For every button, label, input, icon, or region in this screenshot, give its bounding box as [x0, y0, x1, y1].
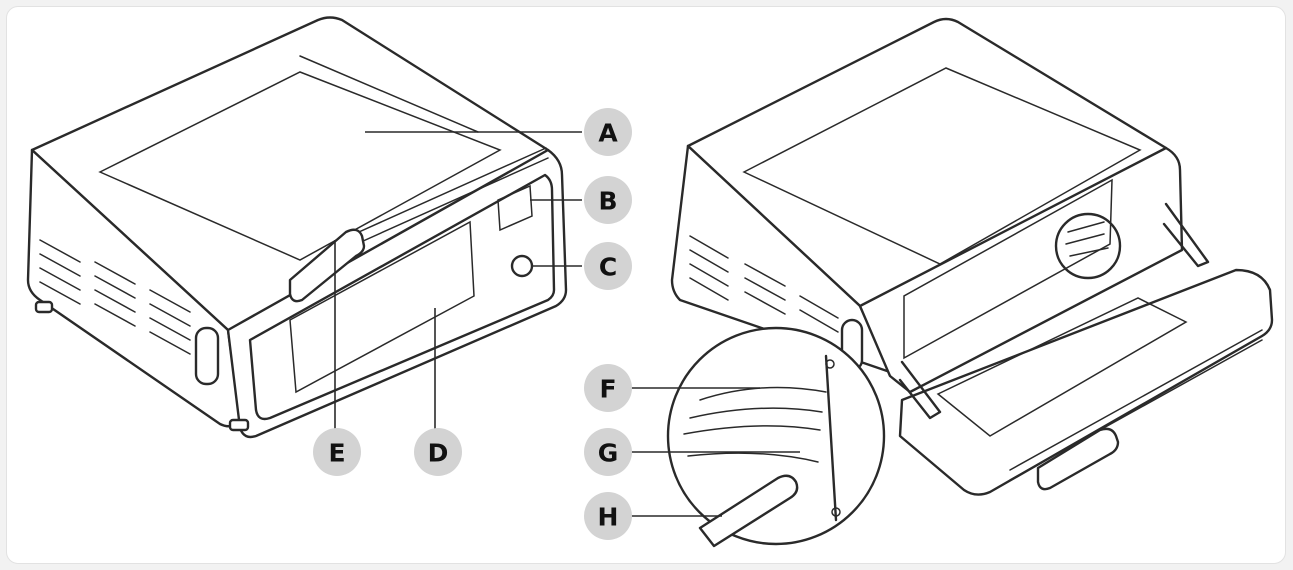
callout-d: D	[414, 428, 462, 476]
heating-element	[698, 474, 799, 548]
callout-c: C	[584, 242, 632, 290]
callout-a: A	[584, 108, 632, 156]
side-vents	[39, 239, 191, 355]
magnified-interior	[683, 354, 841, 548]
oven-front-opening	[858, 146, 1184, 394]
door-hinge	[1162, 202, 1210, 268]
callout-f: F	[584, 364, 632, 412]
magnified-detail	[666, 326, 886, 546]
door-glass	[936, 297, 1188, 437]
closed-oven	[26, 16, 568, 439]
callout-h: H	[584, 492, 632, 540]
side-grip	[194, 326, 220, 386]
side-vents	[689, 235, 839, 333]
foot	[34, 300, 54, 314]
door-hinge	[898, 360, 942, 420]
foot	[228, 418, 250, 432]
oven-front-body	[226, 148, 568, 439]
callout-e: E	[313, 428, 361, 476]
door-vents	[1009, 329, 1263, 481]
callout-g-label: G	[598, 439, 619, 468]
open-oven	[666, 17, 1274, 548]
control-display	[497, 184, 533, 232]
door-handle	[288, 228, 366, 303]
top-panel-inset	[98, 71, 502, 261]
callout-b-label: B	[598, 187, 617, 216]
top-panel-inset	[742, 67, 1142, 265]
callout-e-label: E	[328, 439, 345, 468]
door-window	[289, 220, 475, 394]
door-frame	[248, 173, 556, 421]
callout-c-label: C	[599, 253, 617, 282]
front-vent-slots	[349, 147, 549, 247]
callout-d-label: D	[428, 439, 449, 468]
callout-b: B	[584, 176, 632, 224]
callout-f-label: F	[599, 375, 616, 404]
door-handle	[1036, 427, 1120, 491]
leader-lines-left	[334, 131, 582, 432]
callout-g: G	[584, 428, 632, 476]
callout-a-label: A	[598, 119, 618, 148]
callout-h-label: H	[598, 503, 619, 532]
control-knob	[510, 254, 534, 278]
detail-marker	[1054, 212, 1122, 280]
leader-lines-right	[630, 387, 800, 517]
oven-cavity	[903, 178, 1113, 360]
